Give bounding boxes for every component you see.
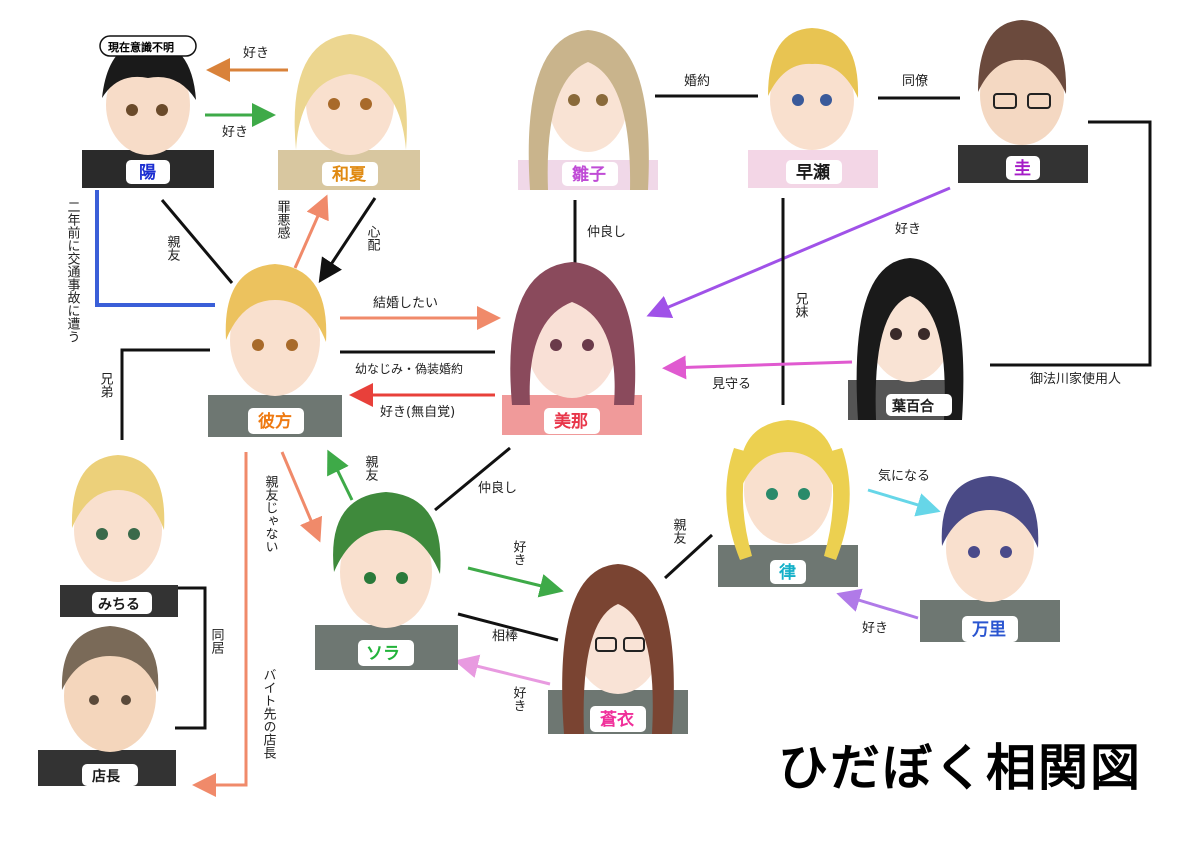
page-title: ひだぼく相関図 — [778, 739, 1142, 797]
label-kanata-tencho: バイト先の店長 — [261, 668, 277, 759]
edge-mina-sora — [435, 448, 510, 510]
character-haru[interactable]: 現在意識不明 陽 — [82, 36, 214, 188]
character-aoi[interactable]: 蒼衣 — [548, 564, 688, 734]
character-mari[interactable]: 万里 — [920, 476, 1060, 642]
label-kei-sayuri: 御法川家使用人 — [1030, 371, 1121, 387]
label-aoi-sora: 好き — [511, 686, 527, 712]
edge-michiru-tencho — [175, 588, 205, 728]
character-name-mari: 万里 — [971, 620, 1006, 640]
label-kanata-mina-marry: 結婚したい — [373, 296, 438, 311]
edge-kanata-sora — [282, 452, 318, 537]
character-tencho[interactable]: 店長 — [38, 626, 176, 786]
character-badge-haru: 現在意識不明 — [108, 40, 174, 54]
character-ritsu[interactable]: 律 — [718, 420, 858, 587]
character-hinako[interactable]: 雛子 — [518, 30, 658, 190]
label-waka-kanata: 心配 — [365, 225, 381, 251]
label-michiru-tencho: 同居 — [209, 628, 225, 654]
character-name-sayuri: 葉百合 — [891, 398, 935, 415]
character-name-michiru: みちる — [98, 597, 140, 613]
edge-haru-accident — [97, 190, 215, 305]
character-kei[interactable]: 圭 — [958, 20, 1088, 183]
edge-sora-kanata — [330, 455, 352, 500]
label-kei-mina: 好き — [895, 222, 921, 237]
label-ritsu-mari: 気になる — [878, 468, 930, 484]
label-mina-sora: 仲良し — [478, 480, 517, 496]
label-kanata-sora: 親友じゃない — [263, 475, 279, 553]
label-aoi-ritsu: 親友 — [671, 518, 687, 544]
edge-kanata-waka — [295, 200, 325, 268]
character-mina[interactable]: 美那 — [502, 262, 642, 435]
label-kanata-mina-fake: 幼なじみ・偽装婚約 — [355, 361, 463, 376]
character-kanata[interactable]: 彼方 — [208, 264, 342, 437]
character-michiru[interactable]: みちる — [60, 455, 178, 617]
edge-aoi-sora — [460, 662, 550, 684]
character-name-hayase: 早瀬 — [796, 163, 830, 183]
characters: 現在意識不明 陽 和夏 雛子 早 — [38, 20, 1088, 786]
label-haru-accident: 二年前に交通事故に遭う — [65, 200, 81, 343]
label-hayase-kei: 同僚 — [902, 74, 928, 89]
character-name-kei: 圭 — [1014, 158, 1031, 179]
character-name-hinako: 雛子 — [572, 164, 606, 185]
character-name-sora: ソラ — [366, 644, 400, 664]
edge-mari-ritsu — [842, 595, 918, 618]
label-sayuri-mina: 見守る — [712, 377, 751, 392]
label-kanata-michiru: 兄弟 — [98, 372, 114, 398]
edge-kanata-michiru — [122, 350, 210, 440]
label-hinako-hayase: 婚約 — [684, 74, 710, 89]
label-sora-aoi-partner: 相棒 — [492, 629, 518, 644]
character-name-aoi: 蒼衣 — [600, 709, 634, 730]
character-name-waka: 和夏 — [332, 165, 367, 185]
character-name-kanata: 彼方 — [258, 411, 292, 432]
label-mari-ritsu: 好き — [862, 621, 888, 636]
character-name-haru: 陽 — [139, 163, 156, 183]
edge-sora-aoi — [468, 568, 558, 590]
character-sora[interactable]: ソラ — [315, 492, 458, 670]
label-hayase-sayuri: 兄妹 — [793, 292, 809, 318]
character-name-tencho: 店長 — [92, 768, 121, 785]
character-sayuri[interactable]: 葉百合 — [848, 258, 963, 420]
label-hinako-mina: 仲良し — [587, 224, 626, 240]
label-sora-aoi: 好き — [511, 540, 527, 566]
character-waka[interactable]: 和夏 — [278, 34, 420, 190]
label-waka-haru: 好き — [243, 46, 269, 61]
character-name-mina: 美那 — [554, 411, 588, 432]
edge-ritsu-mari — [868, 490, 935, 510]
label-kanata-waka: 罪悪感 — [275, 200, 291, 239]
label-sora-kanata: 親友 — [363, 455, 379, 481]
edge-sayuri-mina — [668, 362, 852, 368]
label-haru-waka: 好き — [222, 125, 248, 140]
label-haru-kanata: 親友 — [165, 235, 181, 261]
label-mina-kanata: 好き(無自覚) — [380, 405, 455, 420]
character-hayase[interactable]: 早瀬 — [748, 28, 878, 188]
character-name-ritsu: 律 — [778, 562, 796, 583]
